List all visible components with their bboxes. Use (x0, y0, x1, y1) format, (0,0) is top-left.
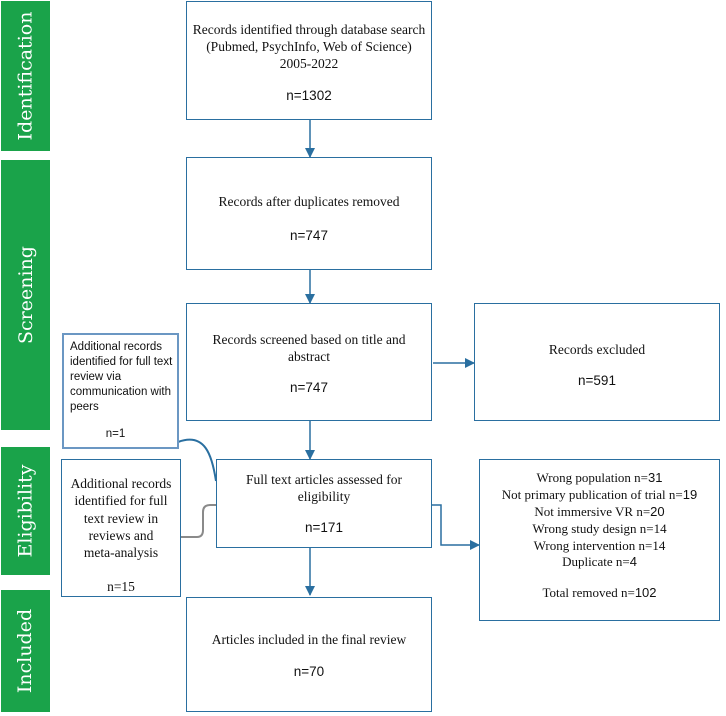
reason-wrong-population: Wrong population n=31 (480, 470, 719, 487)
stage-screening: Screening (1, 160, 50, 430)
excluded-count: n=591 (578, 372, 616, 388)
reason-not-immersive-vr: Not immersive VR n=20 (480, 504, 719, 521)
reason-label: Not immersive VR n= (534, 503, 651, 519)
reviews-line1: Additional records (70, 476, 172, 491)
reason-label: Duplicate n= (562, 554, 630, 570)
box-additional-records-reviews: Additional records identified for full t… (61, 459, 181, 597)
connector-reviews-to-fulltext (181, 504, 216, 538)
box-records-screened: Records screened based on title and abst… (186, 303, 432, 421)
peers-line1: Additional records (70, 341, 163, 353)
total-removed-count: 102 (634, 585, 657, 601)
reviews-line4: reviews and (88, 527, 154, 543)
box-additional-records-peers: Additional records identified for full t… (62, 333, 179, 449)
reviews-line3: text review in (83, 510, 159, 526)
stage-eligibility: Eligibility (1, 447, 50, 575)
reviews-line2: identified for full (74, 493, 168, 509)
box-exclusion-reasons: Wrong population n=31 Not primary public… (479, 459, 720, 621)
total-removed: Total removed n=102 (480, 585, 719, 602)
identified-line3: 2005-2022 (279, 55, 339, 71)
reason-count: 4 (629, 554, 637, 570)
reason-count: 14 (652, 537, 666, 553)
excluded-text: Records excluded (548, 342, 646, 357)
identified-count: n=1302 (286, 87, 332, 103)
reason-not-primary-publication: Not primary publication of trial n=19 (480, 487, 719, 504)
reviews-count: n=15 (107, 579, 135, 595)
reason-count: 19 (682, 486, 698, 502)
connector-peers-to-fulltext (177, 438, 217, 482)
final-text: Articles included in the final review (211, 632, 407, 647)
reason-label: Not primary publication of trial n= (501, 486, 683, 502)
reason-label: Wrong study design n= (532, 520, 654, 536)
peers-line5: peers (70, 400, 99, 413)
box-duplicates-removed: Records after duplicates removed n=747 (186, 157, 432, 270)
peers-line4: communication with (70, 385, 171, 398)
reason-label: Wrong population n= (536, 470, 649, 485)
identified-line1: Records identified through database sear… (192, 22, 426, 37)
final-count: n=70 (293, 663, 325, 679)
box-full-text-assessed: Full text articles assessed for eligibil… (216, 459, 432, 548)
total-removed-label: Total removed n= (542, 585, 635, 601)
reason-count: 14 (653, 520, 667, 536)
deduplicated-text: Records after duplicates removed (218, 194, 400, 209)
box-articles-included: Articles included in the final review n=… (186, 597, 432, 712)
reviews-line5: meta-analysis (83, 545, 159, 561)
box-records-identified: Records identified through database sear… (186, 1, 432, 120)
reason-wrong-study-design: Wrong study design n=14 (480, 521, 719, 538)
identified-line2: (Pubmed, PsychInfo, Web of Science) (206, 38, 412, 54)
arrow-fulltext-to-removed (432, 504, 480, 550)
deduplicated-count: n=747 (290, 227, 328, 243)
peers-line3: review via (70, 370, 122, 383)
fulltext-line2: eligibility (297, 488, 351, 504)
reason-count: 31 (648, 470, 663, 485)
screened-line1: Records screened based on title and (212, 332, 406, 347)
fulltext-count: n=171 (305, 519, 343, 535)
fulltext-line1: Full text articles assessed for (246, 472, 402, 487)
stage-identification: Identification (1, 1, 50, 151)
screened-line2: abstract (288, 348, 330, 364)
reason-wrong-intervention: Wrong intervention n=14 (480, 538, 719, 555)
box-records-excluded: Records excluded n=591 (474, 303, 720, 421)
reason-duplicate: Duplicate n=4 (480, 554, 719, 571)
reason-label: Wrong intervention n= (533, 537, 653, 553)
stage-included: Included (1, 590, 50, 712)
screened-count: n=747 (290, 379, 328, 395)
peers-count: n=1 (105, 427, 126, 440)
peers-line2: identified for full text (70, 355, 173, 368)
reason-count: 20 (650, 503, 665, 519)
